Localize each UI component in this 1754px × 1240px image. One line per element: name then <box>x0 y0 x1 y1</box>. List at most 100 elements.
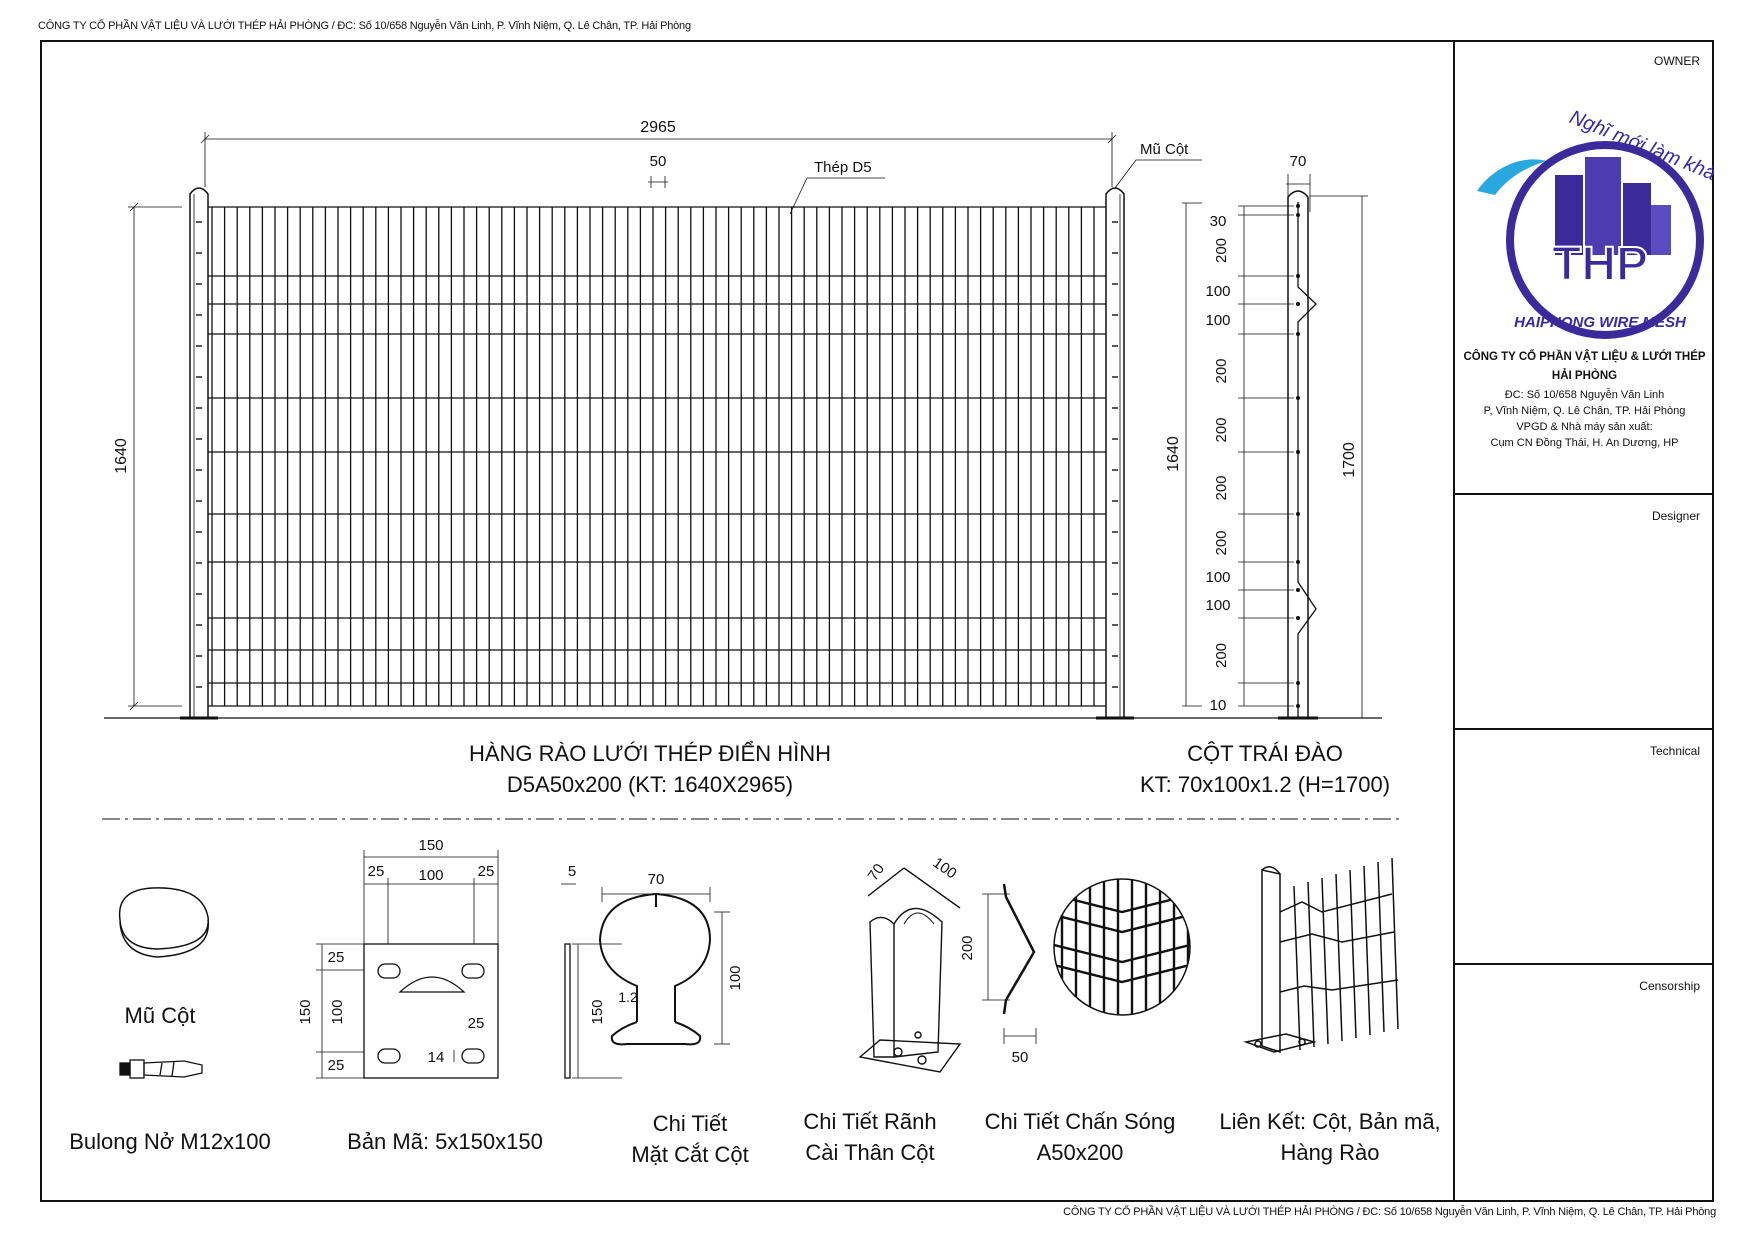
logo-ring-text: HAIPHONG WIRE MESH <box>1514 314 1687 331</box>
segment-value: 200 <box>1213 238 1230 263</box>
link-detail-label: Liên Kết: Cột, Bản mã, Hàng Rào <box>1200 1106 1460 1168</box>
segment-node <box>1296 301 1301 306</box>
post-clips <box>196 221 1118 688</box>
bolt-detail-shape <box>119 1059 203 1079</box>
section-dim-100: 100 <box>727 965 744 990</box>
plate-dim-100: 100 <box>418 867 443 884</box>
section-dim-70: 70 <box>648 871 665 888</box>
circle-mesh-chevron <box>1054 940 1190 964</box>
plate-dim-25-top: 25 <box>328 949 345 966</box>
post-caption-line1: CỘT TRÁI ĐÀO <box>1187 741 1343 766</box>
segment-node <box>1296 681 1301 686</box>
company-factory-1: VPGD & Nhà máy sản xuất: <box>1516 421 1653 433</box>
segment-value: 10 <box>1210 697 1227 714</box>
footer-company-text: CÔNG TY CỔ PHẦN VẬT LIỆU VÀ LƯỚI THÉP HẢ… <box>1063 1206 1716 1218</box>
technical-section: Technical <box>1455 730 1714 965</box>
company-address-1: ĐC: Số 10/658 Nguyễn Văn Linh <box>1504 389 1665 401</box>
logo-wave <box>1477 159 1547 195</box>
drawing-frame <box>40 40 1714 1202</box>
segment-value: 30 <box>1210 213 1227 230</box>
link-mesh-wire <box>1307 881 1315 1048</box>
wave-detail-label: Chi Tiết Chấn Sóng A50x200 <box>960 1106 1200 1168</box>
plate-dim-100-side: 100 <box>329 999 346 1024</box>
wave-dim-50: 50 <box>1012 1049 1029 1066</box>
wave-dim-200: 200 <box>959 935 976 960</box>
company-name-1: CÔNG TY CỔ PHẦN VẬT LIỆU & LƯỚI THÉP <box>1463 351 1706 363</box>
link-mesh-wire <box>1377 861 1385 1033</box>
segment-node <box>1296 449 1301 454</box>
section-detail-label: Chi Tiết Mặt Cắt Cột <box>590 1108 790 1170</box>
plate-dim-25-bottom: 25 <box>328 1057 345 1074</box>
segment-node <box>1296 395 1301 400</box>
wire-leader <box>789 177 885 215</box>
fence-caption-line2: D5A50x200 (KT: 1640X2965) <box>506 772 794 797</box>
wave-mesh-circle <box>1053 878 1191 1016</box>
company-name-2: HẢI PHÒNG <box>1551 370 1618 382</box>
fence-post-right <box>1096 187 1134 720</box>
post-total-value: 1700 <box>1341 442 1358 478</box>
plate-detail-label: Bản Mã: 5x150x150 <box>347 1129 543 1154</box>
wave-label-1: Chi Tiết Chấn Sóng <box>984 1109 1176 1134</box>
owner-section: OWNER THP Nghĩ mới làm khác HAIPHONG WIR… <box>1455 40 1714 495</box>
segment-value: 200 <box>1213 530 1230 555</box>
technical-label: Technical <box>1649 744 1700 758</box>
plate-dim-150-thick: 150 <box>589 999 606 1024</box>
segment-value: 100 <box>1205 569 1230 586</box>
segment-value: 100 <box>1205 597 1230 614</box>
plate-dim-slot-14: 14 <box>428 1049 445 1066</box>
designer-section: Designer <box>1455 495 1714 730</box>
link-detail <box>1243 857 1399 1054</box>
link-mesh-wire <box>1293 885 1301 1051</box>
link-mesh-wire <box>1349 869 1357 1039</box>
censorship-label: Censorship <box>1639 979 1700 993</box>
circle-mesh-chevron <box>1054 910 1190 934</box>
bolt-detail-label: Bulong Nở M12x100 <box>69 1129 271 1154</box>
fence-dim-mesh <box>648 176 668 188</box>
groove-dim-100: 100 <box>929 854 959 882</box>
cap-leader <box>1114 159 1202 189</box>
groove-detail <box>858 867 962 1073</box>
company-address-2: P, Vĩnh Niệm, Q. Lê Chân, TP. Hải Phòng <box>1483 405 1686 417</box>
title-block: OWNER THP Nghĩ mới làm khác HAIPHONG WIR… <box>1453 40 1714 1202</box>
segment-value: 100 <box>1205 312 1230 329</box>
segment-node <box>1296 511 1301 516</box>
wire-label: Thép D5 <box>814 159 872 176</box>
segment-value: 200 <box>1213 417 1230 442</box>
segment-node <box>1296 560 1301 565</box>
section-dim-thk: 1.2 <box>618 989 638 1005</box>
fence-caption: HÀNG RÀO LƯỚI THÉP ĐIỂN HÌNH D5A50x200 (… <box>400 738 900 800</box>
post-section-detail <box>598 892 712 1046</box>
groove-label-2: Cài Thân Cột <box>805 1140 935 1165</box>
segment-node <box>1296 273 1301 278</box>
post-height-value: 1640 <box>1165 436 1182 472</box>
segment-value: 200 <box>1213 358 1230 383</box>
segment-node <box>1296 331 1301 336</box>
fence-mesh-value: 50 <box>650 153 667 170</box>
designer-label: Designer <box>1651 509 1700 523</box>
fence-post-left <box>180 187 218 720</box>
link-mesh-wire <box>1363 865 1371 1036</box>
header-company-text: CÔNG TY CỔ PHẦN VẬT LIỆU VÀ LƯỚI THÉP HẢ… <box>38 20 691 32</box>
plate-dim-thickness: 5 <box>568 863 576 880</box>
segment-node <box>1296 616 1301 621</box>
owner-label: OWNER <box>1654 54 1700 68</box>
link-mesh-wire <box>1321 877 1329 1045</box>
company-logo: THP Nghĩ mới làm khác HAIPHONG WIRE MESH <box>1477 106 1714 339</box>
post-dim-total <box>1310 195 1368 719</box>
segment-node <box>1296 704 1301 709</box>
link-mesh-rail <box>1279 893 1393 913</box>
segment-node <box>1296 212 1301 217</box>
segment-value: 200 <box>1213 643 1230 668</box>
wave-dims <box>982 893 1037 1044</box>
segment-value: 100 <box>1205 283 1230 300</box>
groove-dim-70: 70 <box>865 861 888 884</box>
fence-caption-line1: HÀNG RÀO LƯỚI THÉP ĐIỂN HÌNH <box>468 741 831 766</box>
censorship-section: Censorship <box>1455 965 1714 1200</box>
segment-node <box>1296 203 1301 208</box>
logo-brand: THP <box>1552 238 1648 291</box>
base-plate-detail <box>363 943 571 1079</box>
company-info: CÔNG TY CỔ PHẦN VẬT LIỆU & LƯỚI THÉP HẢI… <box>1455 348 1714 453</box>
link-label-1: Liên Kết: Cột, Bản mã, <box>1219 1109 1441 1134</box>
